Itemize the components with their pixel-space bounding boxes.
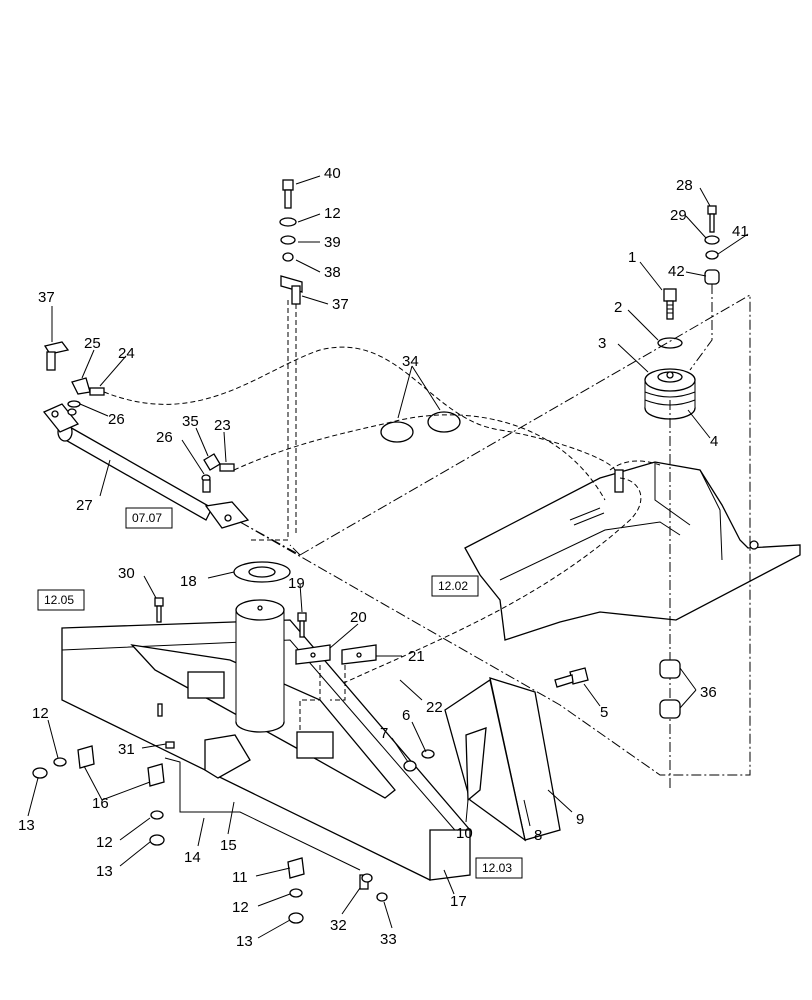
callout-7: 7 [380, 725, 388, 742]
callout-13-left: 13 [18, 817, 35, 834]
callout-12-mid: 12 [96, 834, 113, 851]
callout-41: 41 [732, 223, 749, 240]
callout-42: 42 [668, 263, 685, 280]
callout-20: 20 [350, 609, 367, 626]
callout-31: 31 [118, 741, 135, 758]
callout-16: 16 [92, 795, 109, 812]
callout-36: 36 [700, 684, 717, 701]
ref-07-07: 07.07 [132, 511, 162, 525]
callout-13-mid: 13 [96, 863, 113, 880]
hose-clamps [380, 411, 461, 443]
ref-12-03: 12.03 [482, 861, 512, 875]
callout-37: 37 [332, 296, 349, 313]
callout-26-upper: 26 [108, 411, 125, 428]
spacers-36 [659, 659, 681, 719]
callout-18: 18 [180, 573, 197, 590]
post-18 [235, 599, 285, 733]
callout-10: 10 [456, 825, 473, 842]
callout-40: 40 [324, 165, 341, 182]
callout-38: 38 [324, 264, 341, 281]
hose-lower [233, 414, 606, 501]
callout-39: 39 [324, 234, 341, 251]
right-fastener-stack [704, 205, 720, 285]
callout-28: 28 [676, 177, 693, 194]
shield-plates [444, 677, 561, 842]
callout-11: 11 [232, 869, 248, 886]
callout-29: 29 [670, 207, 687, 224]
leader-lines [27, 175, 749, 939]
washer-6 [421, 749, 435, 759]
bolt-19 [297, 612, 307, 638]
clamps-20-21 [295, 644, 377, 665]
nut-7 [403, 760, 417, 772]
callout-22: 22 [426, 699, 443, 716]
callout-33: 33 [380, 931, 397, 948]
hydraulic-cylinder [42, 403, 250, 529]
callout-24: 24 [118, 345, 135, 362]
callout-25: 25 [84, 335, 101, 352]
callout-19: 19 [288, 575, 305, 592]
callout-23: 23 [214, 417, 231, 434]
callout-12-bottom: 12 [232, 899, 249, 916]
ref-12-02: 12.02 [438, 579, 468, 593]
hose-upper [103, 346, 616, 471]
callout-17: 17 [450, 893, 467, 910]
block-left [187, 671, 225, 699]
callout-3: 3 [598, 335, 606, 352]
callout-labels: 40 12 39 38 37 28 29 41 42 1 2 3 4 37 25… [18, 165, 749, 950]
callout-27: 27 [76, 497, 93, 514]
callout-15: 15 [220, 837, 237, 854]
callout-12: 12 [324, 205, 341, 222]
stack-guide [250, 300, 297, 541]
callout-35: 35 [182, 413, 199, 430]
pin-37-left [43, 341, 70, 371]
bolt-1 [663, 288, 677, 320]
callout-4: 4 [710, 433, 718, 450]
callout-9: 9 [576, 811, 584, 828]
callout-13-bottom: 13 [236, 933, 253, 950]
rod-14 [164, 757, 361, 871]
ref-box-12-02[interactable]: 12.02 [431, 575, 479, 597]
callout-8: 8 [534, 827, 542, 844]
callout-34: 34 [402, 353, 419, 370]
block-right [296, 731, 334, 759]
callout-30: 30 [118, 565, 135, 582]
callout-5: 5 [600, 704, 608, 721]
callout-37-left: 37 [38, 289, 55, 306]
left-hardware [32, 703, 175, 846]
alignment-lines [239, 284, 751, 790]
bolt-30 [154, 597, 164, 623]
callout-21: 21 [408, 648, 425, 665]
callout-14: 14 [184, 849, 201, 866]
ref-12-05: 12.05 [44, 593, 74, 607]
bottom-hardware [287, 857, 388, 924]
callout-12-left: 12 [32, 705, 49, 722]
pulley-assembly [644, 368, 696, 420]
ref-box-07-07[interactable]: 07.07 [125, 507, 173, 529]
callout-6: 6 [402, 707, 410, 724]
top-fastener-stack [279, 179, 303, 305]
bushing-18 [233, 561, 291, 583]
fittings [67, 377, 235, 472]
block-guide [299, 665, 346, 730]
bracket-15 [204, 734, 251, 779]
callout-1: 1 [628, 249, 636, 266]
callout-2: 2 [614, 299, 622, 316]
washer-2 [657, 337, 683, 349]
callout-26-lower: 26 [156, 429, 173, 446]
ref-box-12-05[interactable]: 12.05 [37, 589, 85, 611]
hose-22 [299, 477, 642, 706]
bolt-5 [554, 667, 589, 688]
ref-box-12-03[interactable]: 12.03 [475, 857, 523, 879]
callout-32: 32 [330, 917, 347, 934]
